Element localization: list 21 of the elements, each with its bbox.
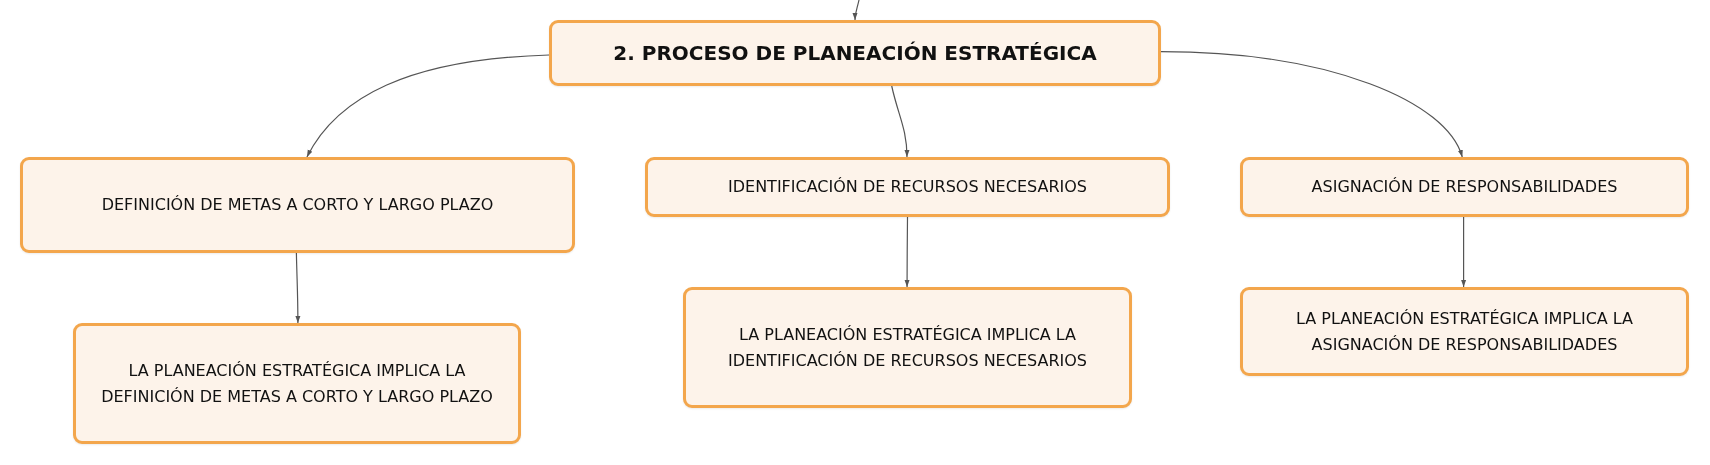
concept-text: IDENTIFICACIÓN DE RECURSOS NECESARIOS [728,176,1087,199]
concept-box [20,157,575,253]
concept-text: LA PLANEACIÓN ESTRATÉGICA IMPLICA LA ASIGNACIÓN DE RESPONSABILIDADES [1294,307,1635,356]
concept-text: DEFINICIÓN DE METAS A CORTO Y LARGO PLAZO [101,194,494,217]
connector-arrow [306,54,550,158]
topic-box [549,20,1161,86]
concept-text: LA PLANEACIÓN ESTRATÉGICA IMPLICA LA IDENTIFICACIÓN DE RECURSOS NECESARIOS [727,323,1088,372]
connector-arrow [904,216,910,288]
connector-arrow [1461,216,1467,288]
connector-arrow [1160,51,1463,158]
concept-box [645,157,1170,217]
concept-text: LA PLANEACIÓN ESTRATÉGICA IMPLICA LA DEFINICIÓN DE METAS A CORTO Y LARGO PLAZO [100,359,494,408]
connector-arrow [852,0,860,21]
concept-text: ASIGNACIÓN DE RESPONSABILIDADES [1311,176,1618,199]
concept-box [683,287,1132,408]
concept-box [1240,287,1689,376]
connector-arrow [295,252,301,324]
topic-title: 2. PROCESO DE PLANEACIÓN ESTRATÉGICA [613,40,1097,67]
concept-box [73,323,521,444]
concept-box [1240,157,1689,217]
connector-arrow [891,85,910,158]
